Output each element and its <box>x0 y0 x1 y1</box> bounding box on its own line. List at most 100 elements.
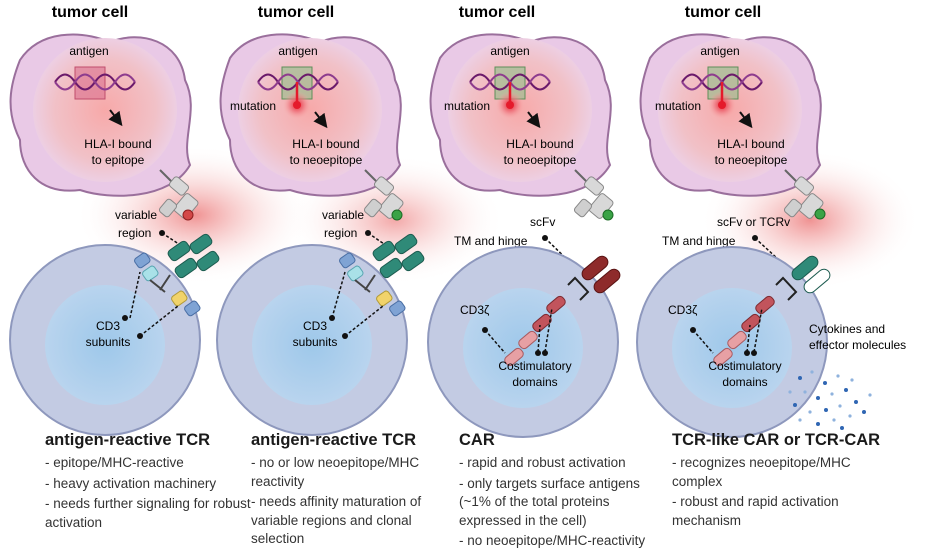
costim-label: domains <box>512 375 557 389</box>
leader-dot <box>744 350 750 356</box>
leader-dot <box>159 230 165 236</box>
caption-panel-2: antigen-reactive TCR - no or low neoepit… <box>251 431 466 549</box>
hla-label: to neoepitope <box>504 153 577 167</box>
leader-dot <box>542 350 548 356</box>
caption-line: - heavy activation machinery <box>45 475 217 491</box>
cd3-label: subunits <box>86 335 131 349</box>
cd3-leader <box>344 305 384 337</box>
hla-arrow <box>313 111 328 129</box>
caption-line: - needs further signaling for robust act… <box>45 496 251 530</box>
t-cell-nucleus <box>45 285 165 405</box>
caption-panel-1: antigen-reactive TCR - epitope/MHC-react… <box>45 431 270 532</box>
dna-helix-icon <box>54 73 136 91</box>
hla-complex-icon <box>158 169 199 221</box>
caption-line: - no or low neoepitope/MHC reactivity <box>251 455 420 489</box>
panel-2: tumor cell antigen mutation HLA-I bound … <box>216 4 505 436</box>
cd3-leader <box>129 271 141 319</box>
cytokine-label: effector molecules <box>809 338 906 352</box>
mutation-dot <box>293 101 301 109</box>
cd3z-label: CD3ζ <box>460 303 490 317</box>
antigen-label: antigen <box>278 44 317 58</box>
leader-dot <box>329 315 335 321</box>
scfv-leader <box>544 237 579 271</box>
hla-label: HLA-I bound <box>84 137 151 151</box>
panel-4: tumor cell antigen mutation HLA-I bound … <box>636 4 920 438</box>
costim-leader <box>746 324 751 353</box>
antigen-box <box>74 66 106 100</box>
variable-region-label: region <box>324 226 357 240</box>
mutation-dot <box>718 101 726 109</box>
tm-hinge-label: TM and hinge <box>454 234 528 248</box>
caption-line: - epitope/MHC-reactive <box>45 455 184 470</box>
tumor-cell-header: tumor cell <box>258 4 334 21</box>
tm-hinge-label: TM and hinge <box>662 234 736 248</box>
antigen-label: antigen <box>490 44 529 58</box>
hla-label: HLA-I bound <box>506 137 573 151</box>
leader-dot <box>542 235 548 241</box>
caption-title: antigen-reactive TCR <box>45 431 211 449</box>
mutation-label: mutation <box>444 99 490 113</box>
cd3-label: subunits <box>293 335 338 349</box>
tumor-cell-header: tumor cell <box>685 4 761 21</box>
scfv-tcrv-label: scFv or TCRv <box>717 215 790 229</box>
cytokine-dots <box>788 370 872 430</box>
hla-arrow <box>526 111 541 129</box>
tumor-cell-header: tumor cell <box>52 4 128 21</box>
t-cell-nucleus <box>252 285 372 405</box>
hla-label: HLA-I bound <box>292 137 359 151</box>
hla-complex-icon <box>363 169 404 221</box>
tcr-complex-icon <box>134 233 220 317</box>
cd3z-leader <box>692 329 714 354</box>
panel-1: tumor cell antigen HLA-I bound to epitop… <box>9 4 315 436</box>
caption-line: - robust and rapid activation mechanism <box>672 494 839 528</box>
hla-label: to neoepitope <box>715 153 788 167</box>
cd3z-label: CD3ζ <box>668 303 698 317</box>
caption-panel-4: TCR-like CAR or TCR-CAR - recognizes neo… <box>672 431 887 530</box>
antigen-label: antigen <box>69 44 108 58</box>
hla-label: to epitope <box>92 153 145 167</box>
mutation-label: mutation <box>655 99 701 113</box>
leader-dot <box>535 350 541 356</box>
costim-label: Costimulatory <box>708 359 781 373</box>
panel-3: tumor cell antigen mutation HLA-I bound … <box>427 4 621 438</box>
car-receptor-icon <box>504 255 621 367</box>
leader-dot <box>690 327 696 333</box>
cd3z-leader <box>484 329 506 354</box>
leader-dot <box>751 350 757 356</box>
leader-dot <box>342 333 348 339</box>
costim-label: domains <box>722 375 767 389</box>
cd3-label: CD3 <box>303 319 327 333</box>
costim-leader <box>753 307 763 353</box>
cd3-leader <box>331 271 346 319</box>
scfv-leader <box>754 237 791 271</box>
tumor-cell-header: tumor cell <box>459 4 535 21</box>
leader-dot <box>122 315 128 321</box>
caption-line: - no neoepitope/MHC-reactivity <box>459 533 646 548</box>
hla-label: HLA-I bound <box>717 137 784 151</box>
leader-dot <box>752 235 758 241</box>
tumor-nucleus <box>33 38 177 182</box>
tcr-complex-icon <box>339 233 425 317</box>
costim-leader <box>544 307 553 353</box>
caption-panel-3: CAR - rapid and robust activation - only… <box>459 431 669 551</box>
caption-title: CAR <box>459 431 495 449</box>
hla-complex-icon <box>783 169 826 220</box>
variable-region-label: variable <box>115 208 157 222</box>
scfv-label: scFv <box>530 215 555 229</box>
hla-label: to neoepitope <box>290 153 363 167</box>
tcr-car-receptor-icon <box>713 255 831 367</box>
variable-region-label: region <box>118 226 151 240</box>
cytokine-label: Cytokines and <box>809 322 885 336</box>
hla-arrow <box>108 109 123 127</box>
leader-dot <box>482 327 488 333</box>
leader-dot <box>137 333 143 339</box>
hla-complex-icon <box>573 169 614 221</box>
cd3-label: CD3 <box>96 319 120 333</box>
costim-label: Costimulatory <box>498 359 571 373</box>
costim-leader <box>537 324 541 353</box>
cd3-leader <box>139 305 179 337</box>
caption-line: - only targets surface antigens (~1% of … <box>459 475 640 528</box>
hla-arrow <box>738 111 753 129</box>
variable-region-label: variable <box>322 208 364 222</box>
